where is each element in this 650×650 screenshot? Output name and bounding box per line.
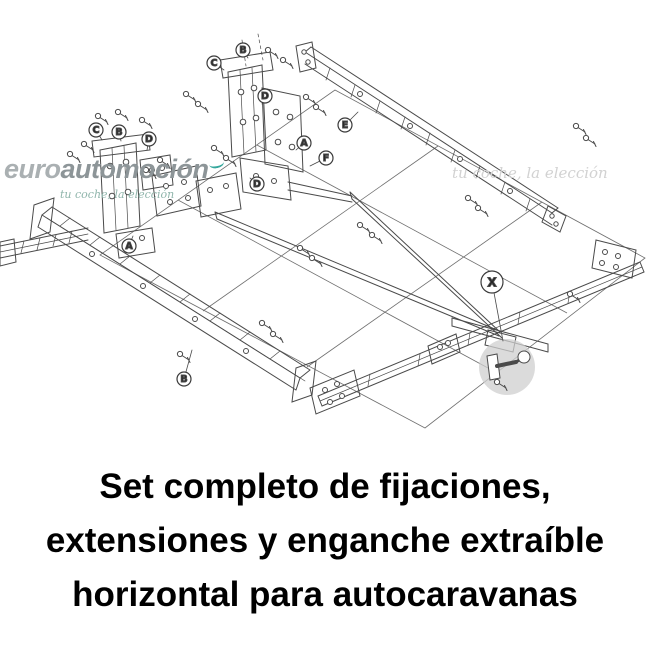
- center-bracket-assembly: [219, 33, 353, 203]
- part-label-text: C: [93, 125, 100, 136]
- part-label-text: F: [323, 153, 330, 164]
- part-label-circle: [249, 176, 265, 192]
- front-rail: [29, 197, 317, 403]
- exploded-diagram: C B D A E F C B D A D B X: [0, 33, 646, 429]
- part-label-text: B: [115, 127, 122, 138]
- part-label-text: X: [487, 276, 497, 290]
- part-label-text: D: [261, 91, 269, 102]
- caption-line-1: Set completo de fijaciones,: [99, 467, 551, 506]
- part-labels: C B D A E F C B D A D B X: [88, 42, 504, 387]
- part-label-circle: [235, 42, 251, 58]
- part-label-circle: [337, 117, 353, 133]
- watermark-ghost-text: tu coche, la elección: [452, 164, 608, 182]
- part-label-text: D: [253, 179, 261, 190]
- part-label-circle: [296, 135, 312, 151]
- logo-swoosh-icon: [207, 156, 225, 170]
- part-label-circle: [257, 88, 273, 104]
- part-label-text: E: [342, 120, 349, 131]
- part-label-circle: [176, 371, 192, 387]
- left-bracket-cluster: [91, 133, 174, 259]
- left-stub-beam: [0, 227, 89, 267]
- watermark-logo: euroautomoción: [4, 156, 226, 183]
- part-label-text: B: [180, 374, 187, 385]
- product-caption: Set completo de fijaciones, extensiones …: [0, 460, 650, 622]
- part-label-circle: [111, 124, 127, 140]
- logo-text-euro: euro: [4, 154, 61, 184]
- caption-line-3: horizontal para autocaravanas: [72, 575, 578, 614]
- part-label-circle: [318, 150, 334, 166]
- part-label-circle: [206, 55, 222, 71]
- part-label-text: A: [125, 241, 133, 252]
- part-label-circle: [88, 122, 104, 138]
- part-label-text: C: [211, 58, 218, 69]
- part-label-circle: [121, 238, 137, 254]
- caption-line-2: extensiones y enganche extraíble: [45, 521, 605, 560]
- watermark-tagline: tu coche, la elección: [60, 188, 175, 201]
- part-label-circle: [141, 131, 157, 147]
- part-label-text: A: [300, 138, 308, 149]
- towbar-kit-drawing: C B D A E F C B D A D B X: [0, 33, 646, 429]
- part-label-circle: [480, 270, 504, 294]
- part-label-text: B: [239, 45, 246, 56]
- part-label-text: D: [145, 134, 153, 145]
- extension-beam-right: [295, 41, 567, 233]
- towball-highlight: [479, 339, 535, 395]
- diagonal-braces: [214, 191, 503, 339]
- logo-text-automocion: automoción: [60, 154, 210, 184]
- bolts: [66, 46, 597, 363]
- mid-bracket-plates: [151, 165, 242, 218]
- chassis-floor: [99, 89, 646, 429]
